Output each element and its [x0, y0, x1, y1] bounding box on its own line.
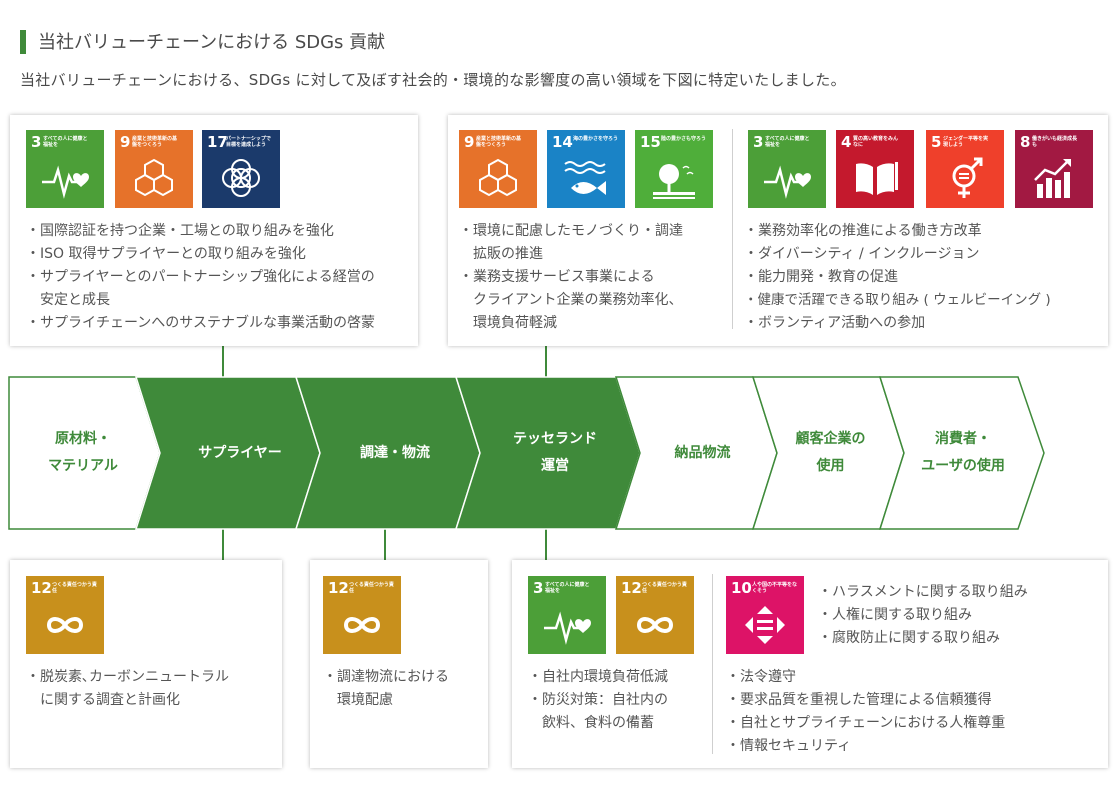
- bullet-item: 安定と成長: [26, 292, 110, 308]
- bullet-item: ・自社内環境負荷低減: [528, 669, 668, 685]
- bullet-item: ・ISO 取得サプライヤーとの取り組みを強化: [26, 246, 306, 262]
- page-subtitle: 当社バリューチェーンにおける、SDGs に対して及ぼす社会的・環境的な影響度の高…: [20, 71, 846, 89]
- connector-supplier-top: [222, 346, 224, 378]
- title-accent-bar: [20, 30, 26, 54]
- bullet-item: に関する調査と計画化: [26, 692, 180, 708]
- stage-label-consumer-use: 消費者・ユーザの使用: [921, 431, 1005, 474]
- book-icon: [856, 162, 898, 195]
- card-divider: [732, 129, 733, 329]
- stage-label-procurement-logistics: 調達・物流: [360, 445, 430, 461]
- stage-label-delivery-logistics: 納品物流: [674, 445, 731, 461]
- bullet-item: ・ダイバーシティ / インクルージョン: [744, 246, 980, 262]
- bullet-item: 環境負荷軽減: [459, 315, 557, 331]
- gender-icon: [952, 157, 983, 198]
- cubes-icon: [135, 158, 173, 197]
- cubes-icon: [479, 158, 517, 197]
- page-title: 当社バリューチェーンにおける SDGs 貢献: [38, 32, 386, 53]
- stage-label-client-use: 顧客企業の使用: [795, 431, 866, 474]
- fish-icon: [564, 161, 606, 195]
- value-chain-diagram: [8, 376, 1045, 530]
- heartbeat-icon: [764, 165, 811, 199]
- bullet-item: 飲料、食料の備蓄: [528, 715, 654, 731]
- infinity-icon: [343, 617, 381, 633]
- rings-icon: [222, 159, 260, 197]
- bullet-item: ・要求品質を重視した管理による信頼獲得: [726, 692, 992, 708]
- bullet-item: ・防災対策：自社内の: [528, 692, 668, 708]
- stage-shape-6: [878, 376, 1045, 530]
- bullet-item: クライアント企業の業務効率化、: [459, 292, 683, 308]
- bullet-item: ・環境に配慮したモノづくり・調達: [459, 223, 683, 239]
- bullet-item: ・ハラスメントに関する取り組み: [818, 584, 1028, 600]
- connector-supplier-bottom: [222, 528, 224, 560]
- bullet-item: ・健康で活躍できる取り組み ( ウェルビーイング ): [744, 292, 1051, 308]
- bullet-item: ・能力開発・教育の促進: [744, 269, 898, 285]
- bullet-item: ・業務効率化の推進による働き方改革: [744, 223, 982, 239]
- bullet-item: ・ボランティア活動への参加: [744, 315, 926, 331]
- bullet-item: ・業務支援サービス事業による: [459, 269, 655, 285]
- heartbeat-icon: [42, 165, 89, 199]
- bullet-item: ・人権に関する取り組み: [818, 607, 972, 623]
- connector-logistics-bottom: [384, 528, 386, 560]
- connector-ops-bottom: [545, 528, 547, 560]
- bullet-item: ・法令遵守: [726, 669, 796, 685]
- bullet-item: ・自社とサプライチェーンにおける人権尊重: [726, 715, 1006, 731]
- connector-ops-top: [545, 346, 547, 378]
- bullet-item: ・サプライチェーンへのサステナブルな事業活動の啓蒙: [26, 315, 376, 331]
- bullet-item: 拡販の推進: [459, 246, 543, 262]
- bullet-item: 環境配慮: [323, 692, 393, 708]
- growth-chart-icon: [1034, 159, 1071, 198]
- bullet-item: ・調達物流における: [323, 669, 449, 685]
- equality-arrows-icon: [745, 606, 785, 644]
- bullet-item: ・情報セキュリティ: [726, 738, 852, 754]
- stage-label-supplier: サプライヤー: [198, 445, 282, 461]
- tree-icon: [653, 164, 695, 199]
- card-divider: [712, 574, 713, 754]
- infinity-icon: [46, 617, 84, 633]
- stage-label-raw-materials: 原材料・マテリアル: [48, 431, 118, 474]
- bullet-item: ・脱炭素､カーボンニュートラル: [26, 669, 229, 685]
- heartbeat-icon: [544, 611, 591, 645]
- infinity-icon: [636, 617, 674, 633]
- bullet-item: ・国際認証を持つ企業・工場との取り組みを強化: [26, 223, 334, 239]
- bullet-item: ・サプライヤーとのパートナーシップ強化による経営の: [26, 269, 375, 285]
- bullet-item: ・腐敗防止に関する取り組み: [818, 630, 1000, 646]
- stage-label-company-operations: テッセランド運営: [513, 431, 597, 474]
